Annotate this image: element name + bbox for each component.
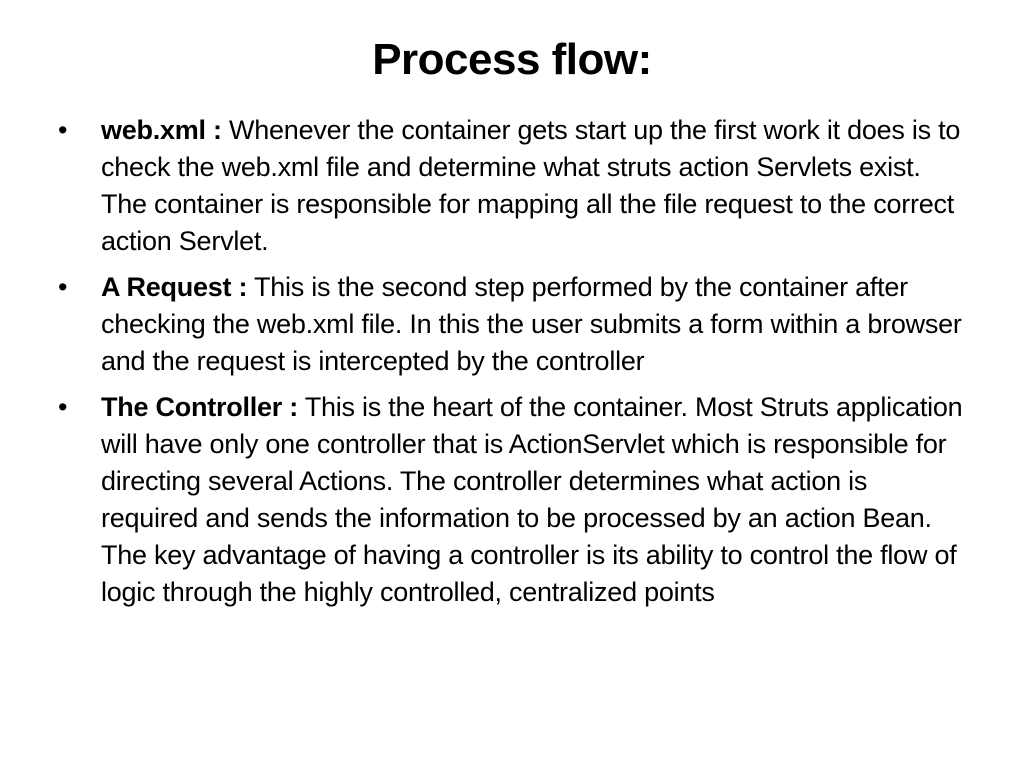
bullet-item-web-xml: • web.xml : Whenever the container gets … [56,112,971,260]
bullet-text: This is the second step performed by the… [101,272,962,376]
bullet-dot-icon: • [58,392,68,422]
bullet-text: Whenever the container gets start up the… [101,115,961,256]
bullet-item-request: • A Request : This is the second step pe… [56,269,971,380]
bullet-item-controller: • The Controller : This is the heart of … [56,389,971,611]
bullet-dot-icon: • [58,115,68,145]
bullet-term: A Request : [101,272,248,302]
bullet-term: web.xml : [101,115,222,145]
bullet-list: • web.xml : Whenever the container gets … [56,112,971,620]
slide-title: Process flow: [372,35,652,84]
bullet-term: The Controller : [101,392,298,422]
bullet-text: This is the heart of the container. Most… [101,392,963,607]
bullet-dot-icon: • [58,272,68,302]
